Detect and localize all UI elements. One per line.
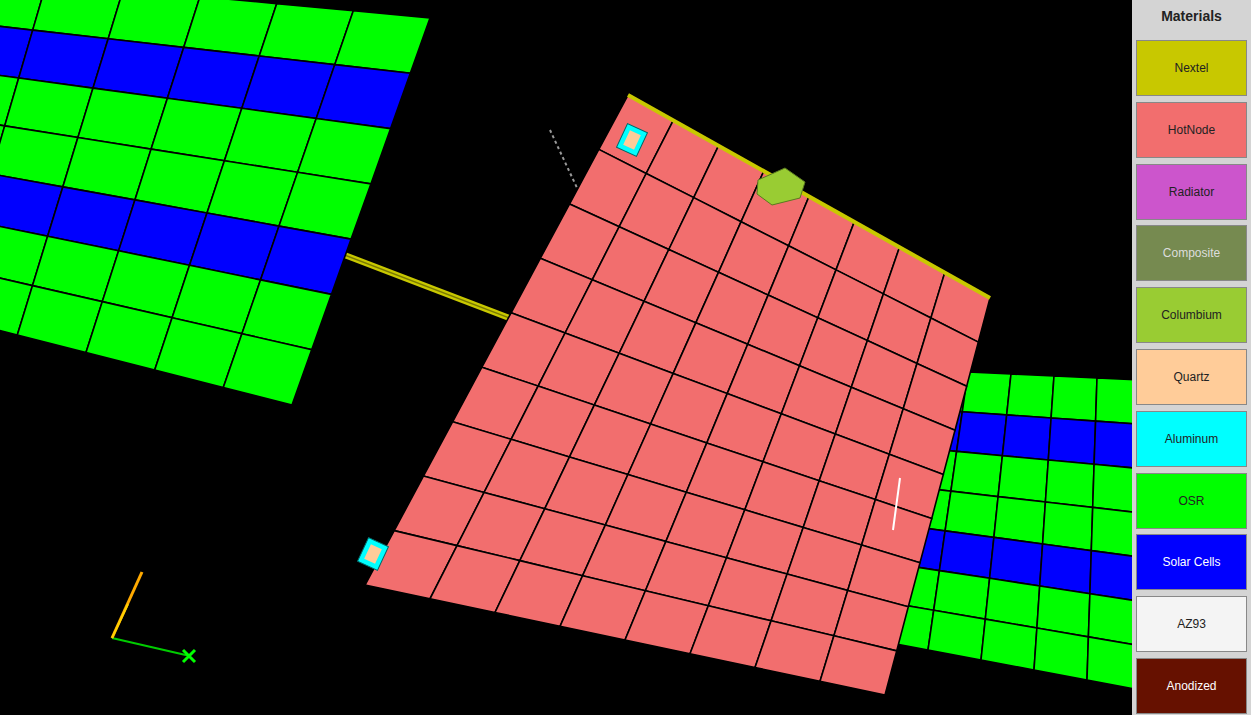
mesh-cell bbox=[820, 636, 897, 695]
legend-swatch: Columbium bbox=[1136, 287, 1247, 343]
legend-swatch: Composite bbox=[1136, 225, 1247, 281]
legend-swatch: HotNode bbox=[1136, 102, 1247, 158]
legend-swatch: OSR bbox=[1136, 473, 1247, 529]
mesh-cell bbox=[1051, 376, 1097, 421]
legend-heading: Materials bbox=[1132, 0, 1251, 28]
legend-swatch: Solar Cells bbox=[1136, 534, 1247, 590]
thruster-box bbox=[757, 168, 805, 205]
axis-x-mark bbox=[183, 650, 195, 662]
legend-text: HotNode bbox=[1168, 123, 1215, 137]
mesh-cell bbox=[316, 65, 410, 129]
aluminum-fitting bbox=[617, 124, 648, 157]
mesh-cell bbox=[928, 610, 985, 660]
legend-text: Nextel bbox=[1174, 61, 1208, 75]
legend-text: Aluminum bbox=[1165, 432, 1218, 446]
mesh-cell bbox=[1007, 374, 1054, 418]
axis-z bbox=[112, 604, 128, 638]
mesh-cell bbox=[994, 497, 1046, 544]
mesh-cell bbox=[951, 451, 1003, 496]
legend-text: Quartz bbox=[1173, 370, 1209, 384]
mesh-cell bbox=[957, 412, 1007, 456]
legend-text: AZ93 bbox=[1177, 617, 1206, 631]
legend-text: Anodized bbox=[1166, 679, 1216, 693]
stub bbox=[893, 478, 900, 530]
legend-swatch: Aluminum bbox=[1136, 411, 1247, 467]
quartz-window bbox=[364, 544, 382, 564]
legend-swatch: AZ93 bbox=[1136, 596, 1247, 652]
mesh-cell bbox=[1040, 544, 1092, 594]
axis-x bbox=[112, 638, 190, 656]
mesh-cell bbox=[1045, 460, 1094, 507]
mesh-cell bbox=[945, 491, 998, 537]
legend-text: Composite bbox=[1163, 246, 1220, 260]
mesh-cell bbox=[223, 334, 311, 405]
legend-swatch: Quartz bbox=[1136, 349, 1247, 405]
quartz-window bbox=[623, 130, 641, 150]
legend-swatch: Nextel bbox=[1136, 40, 1247, 96]
mesh-cell bbox=[1043, 502, 1093, 551]
legend-swatch: Anodized bbox=[1136, 658, 1247, 714]
legend-text: Columbium bbox=[1161, 308, 1222, 322]
mesh-cell bbox=[1048, 418, 1095, 464]
legend-swatch: Radiator bbox=[1136, 164, 1247, 220]
legend-text: Radiator bbox=[1169, 185, 1214, 199]
mesh-cell bbox=[335, 11, 430, 74]
top-edge bbox=[628, 95, 990, 298]
mesh-cell bbox=[981, 619, 1037, 670]
axis-y bbox=[112, 572, 142, 638]
mesh-cell bbox=[1034, 628, 1088, 680]
mesh-cell bbox=[962, 372, 1011, 415]
legend-text: OSR bbox=[1178, 494, 1204, 508]
mesh-cell bbox=[1002, 415, 1051, 460]
solar-array-left bbox=[0, 0, 430, 405]
legend-text: Solar Cells bbox=[1162, 555, 1220, 569]
mesh-cell bbox=[998, 456, 1048, 502]
body-panel bbox=[365, 95, 990, 695]
aluminum-fitting bbox=[358, 538, 389, 571]
legend-panel: MaterialsNextelHotNodeRadiatorCompositeC… bbox=[1132, 0, 1251, 715]
mesh-cell bbox=[990, 537, 1043, 586]
